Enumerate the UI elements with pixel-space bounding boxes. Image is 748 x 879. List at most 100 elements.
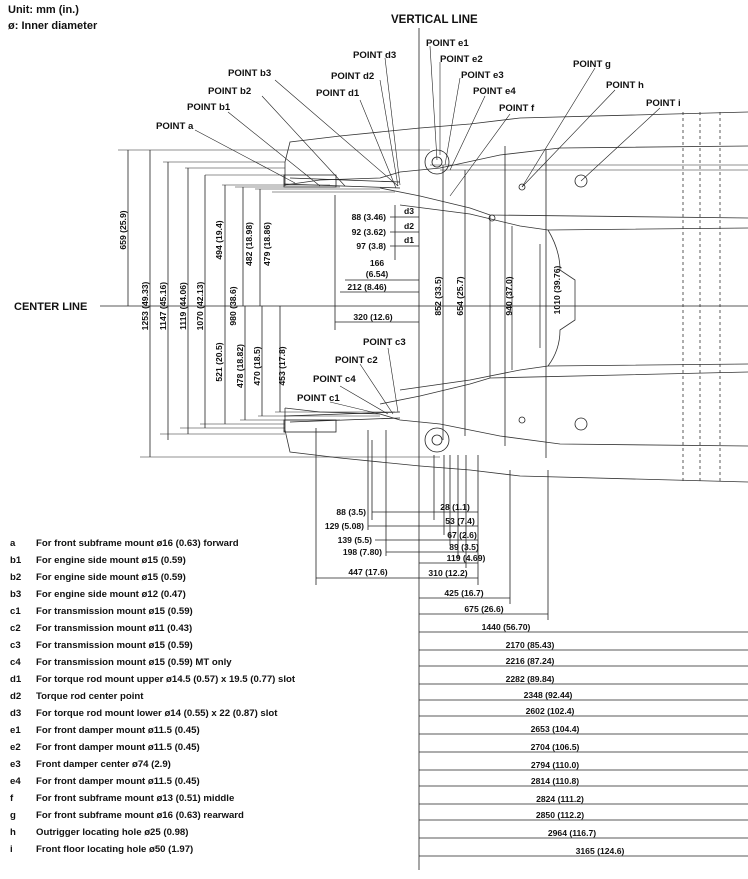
dim-1070: 1070 (42.13) xyxy=(195,281,205,330)
dim-482: 482 (18.98) xyxy=(244,222,254,266)
frame-outline xyxy=(284,111,748,483)
point-f-label: POINT f xyxy=(499,103,535,114)
dim-d3-label: d3 xyxy=(404,206,414,216)
dim-left-129: 129 (5.08) xyxy=(325,521,364,531)
dim-right-2850: 2850 (112.2) xyxy=(536,810,584,820)
point-c2-label: POINT c2 xyxy=(335,355,378,366)
lower-dimension-lines xyxy=(315,428,748,857)
upper-damper-circle xyxy=(424,149,450,175)
point-i-hole-upper xyxy=(574,174,588,188)
dim-right-28: 28 (1.1) xyxy=(440,502,470,512)
dim-940: 940 (37.0) xyxy=(504,276,514,315)
dim-left-198: 198 (7.80) xyxy=(343,547,382,557)
units-line-1: Unit: mm (in.) xyxy=(8,4,79,16)
dim-right-2964: 2964 (116.7) xyxy=(548,828,596,838)
dim-166-b: (6.54) xyxy=(366,269,389,279)
dim-453: 453 (17.8) xyxy=(277,346,287,385)
point-b3-label: POINT b3 xyxy=(228,68,271,79)
dim-1119: 1119 (44.06) xyxy=(178,282,188,330)
dim-right-119: 119 (4.69) xyxy=(447,553,486,563)
vertical-dimension-lines xyxy=(127,146,547,458)
dim-right-2216: 2216 (87.24) xyxy=(506,656,555,666)
dim-97-upper: 97 (3.8) xyxy=(356,241,386,251)
dim-980: 980 (38.6) xyxy=(228,286,238,325)
dim-right-3165: 3165 (124.6) xyxy=(576,846,625,856)
dim-left-88: 88 (3.5) xyxy=(336,507,366,517)
dim-right-2704: 2704 (106.5) xyxy=(531,742,580,752)
dim-right-1440: 1440 (56.70) xyxy=(482,622,531,632)
point-c3-label: POINT c3 xyxy=(363,337,406,348)
dim-right-2794: 2794 (110.0) xyxy=(531,760,579,770)
leader-lines xyxy=(194,45,661,415)
dim-right-2282: 2282 (89.84) xyxy=(506,674,555,684)
point-f-hole xyxy=(488,214,496,222)
dim-1253: 1253 (49.33) xyxy=(140,281,150,330)
dim-right-89: 89 (3.5) xyxy=(449,542,479,552)
dim-right-53: 53 (7.4) xyxy=(445,516,475,526)
dim-right-425: 425 (16.7) xyxy=(444,588,483,598)
dim-659: 659 (25.9) xyxy=(118,210,128,249)
dim-1147: 1147 (45.16) xyxy=(158,282,168,330)
dim-494: 494 (19.4) xyxy=(214,220,224,259)
point-b1-label: POINT b1 xyxy=(187,102,231,113)
dim-88-upper: 88 (3.46) xyxy=(352,212,387,222)
point-i-label: POINT i xyxy=(646,98,681,109)
dim-92-upper: 92 (3.62) xyxy=(352,227,387,237)
dim-1010: 1010 (39.76) xyxy=(552,265,562,314)
point-e1-label: POINT e1 xyxy=(426,38,469,49)
dim-478: 478 (18.82) xyxy=(235,344,245,388)
upper-dimension-lines xyxy=(334,195,419,330)
dim-d2-label: d2 xyxy=(404,221,414,231)
point-g-hole-lower xyxy=(518,416,526,424)
point-g-hole xyxy=(518,183,526,191)
dim-d1-label: d1 xyxy=(404,235,414,245)
dim-right-2348: 2348 (92.44) xyxy=(524,690,573,700)
lower-damper-circle xyxy=(424,427,450,453)
dim-right-2814: 2814 (110.8) xyxy=(531,776,579,786)
dim-right-2602: 2602 (102.4) xyxy=(526,706,575,716)
dim-212: 212 (8.46) xyxy=(347,282,386,292)
dim-right-2824: 2824 (111.2) xyxy=(536,794,584,804)
dim-470: 470 (18.5) xyxy=(252,346,262,385)
point-a-label: POINT a xyxy=(156,121,194,132)
dim-521: 521 (20.5) xyxy=(214,342,224,381)
point-e4-label: POINT e4 xyxy=(473,86,516,97)
point-g-label: POINT g xyxy=(573,59,611,70)
point-e2-label: POINT e2 xyxy=(440,54,483,65)
dim-right-67: 67 (2.6) xyxy=(447,530,477,540)
dim-right-310: 310 (12.2) xyxy=(428,568,467,578)
dim-left-447: 447 (17.6) xyxy=(348,567,387,577)
point-h-label: POINT h xyxy=(606,80,644,91)
dim-right-2170: 2170 (85.43) xyxy=(506,640,555,650)
dim-right-675: 675 (26.6) xyxy=(464,604,503,614)
center-line-label: CENTER LINE xyxy=(14,301,87,313)
dim-654: 654 (25.7) xyxy=(455,276,465,315)
point-d3-label: POINT d3 xyxy=(353,50,396,61)
dim-166-a: 166 xyxy=(370,258,385,268)
point-d1-label: POINT d1 xyxy=(316,88,360,99)
dim-479: 479 (18.86) xyxy=(262,222,272,266)
units-line-2: ø: Inner diameter xyxy=(8,20,98,32)
vertical-line-label: VERTICAL LINE xyxy=(391,14,478,26)
point-e3-label: POINT e3 xyxy=(461,70,504,81)
dim-852: 852 (33.5) xyxy=(433,276,443,315)
